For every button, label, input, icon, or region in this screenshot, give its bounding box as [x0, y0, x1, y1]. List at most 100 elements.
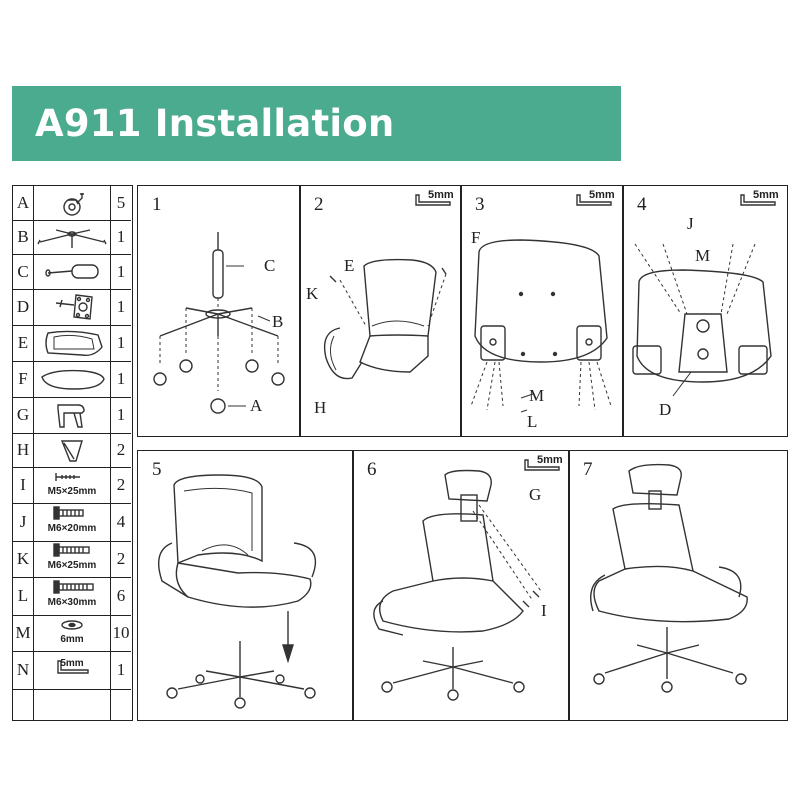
part-row-empty — [13, 689, 131, 720]
part-qty: 1 — [116, 297, 126, 316]
part-spec: M6×30mm — [47, 597, 97, 608]
step-4-panel: 4 5mm J M D — [622, 185, 788, 437]
part-row-h: H 2 — [13, 433, 131, 468]
part-letter: B — [17, 227, 29, 246]
part-letter: F — [18, 369, 28, 388]
part-letter: K — [16, 549, 30, 568]
part-spec: M6×25mm — [47, 560, 97, 571]
label-f: F — [471, 228, 481, 247]
mechanism-icon — [34, 289, 110, 325]
part-qty: 1 — [116, 405, 126, 424]
part-letter: D — [16, 297, 30, 316]
washer-icon: 6mm — [34, 615, 110, 651]
backrest-assembly-drawing — [323, 258, 447, 380]
parts-list: A 5 B 1 C 1 D 1 E 1 F — [12, 185, 133, 721]
part-spec: M5×25mm — [47, 486, 97, 497]
wrench-size: 5mm — [589, 189, 615, 201]
wrench-size: 5mm — [428, 189, 454, 201]
parts-divider — [110, 186, 111, 720]
part-row-c: C 1 — [13, 254, 131, 290]
step-number: 7 — [583, 459, 593, 480]
armrest-icon — [34, 433, 110, 467]
part-spec: 5mm — [60, 658, 84, 669]
part-qty: 2 — [116, 440, 126, 459]
step-5-panel: 5 — [137, 450, 354, 721]
parts-divider — [33, 186, 34, 720]
part-letter: I — [20, 475, 26, 494]
step-number: 6 — [367, 459, 377, 480]
label-b: B — [272, 312, 284, 331]
part-row-i: I M5×25mm 2 — [13, 467, 131, 504]
screw-icon: M6×30mm — [34, 577, 110, 615]
label-h: H — [314, 398, 327, 417]
part-letter: N — [16, 660, 30, 679]
allen-wrench-icon: 5mm — [575, 189, 621, 211]
headrest-installation-drawing — [373, 469, 542, 701]
part-qty: 5 — [116, 193, 126, 212]
part-row-n: N 5mm 1 — [13, 651, 131, 690]
part-spec: 6mm — [60, 634, 84, 645]
step-6-panel: 6 5mm G I — [352, 450, 570, 721]
caster-wheel-icon — [34, 186, 110, 220]
part-qty: 2 — [116, 475, 126, 494]
part-letter: L — [17, 586, 29, 605]
part-row-l: L M6×30mm 6 — [13, 577, 131, 616]
step-2-panel: 2 5mm E K H — [299, 185, 462, 437]
screw-icon: M6×20mm — [34, 503, 110, 541]
part-qty: 1 — [116, 333, 126, 352]
step-number: 2 — [314, 194, 324, 215]
label-a: A — [250, 396, 263, 415]
part-letter: A — [16, 193, 30, 212]
label-k: K — [306, 284, 319, 303]
part-qty: 6 — [116, 586, 126, 605]
part-row-g: G 1 — [13, 397, 131, 434]
label-d: D — [659, 400, 672, 419]
part-row-m: M 6mm 10 — [13, 615, 131, 652]
step-3-panel: 3 5mm F M L — [460, 185, 624, 437]
step-number: 4 — [637, 194, 647, 215]
allen-wrench-icon: 5mm — [414, 189, 460, 211]
step-number: 5 — [152, 459, 162, 480]
part-qty: 1 — [116, 227, 126, 246]
part-row-j: J M6×20mm 4 — [13, 503, 131, 542]
gas-lift-icon — [34, 254, 110, 289]
chair-base-joining-drawing — [158, 474, 317, 709]
label-j: J — [687, 214, 694, 233]
allen-wrench-icon: 5mm — [34, 651, 110, 689]
base-icon — [34, 220, 110, 254]
part-spec: M6×20mm — [47, 523, 97, 534]
base-assembly-drawing — [153, 232, 285, 414]
part-qty: 10 — [112, 623, 130, 642]
finished-chair-drawing — [590, 463, 748, 693]
label-m: M — [529, 386, 545, 405]
step-number: 3 — [475, 194, 485, 215]
part-letter: H — [16, 440, 30, 459]
allen-wrench-icon: 5mm — [523, 454, 569, 476]
screw-icon: M5×25mm — [34, 467, 110, 503]
part-letter: E — [17, 333, 29, 352]
title-banner: A911 Installation Instructions — [12, 86, 621, 220]
backrest-icon — [34, 325, 110, 361]
step-number: 1 — [152, 194, 162, 215]
part-letter: J — [19, 512, 27, 531]
seat-icon — [34, 361, 110, 397]
part-qty: 1 — [116, 660, 126, 679]
part-row-b: B 1 — [13, 220, 131, 255]
part-letter: M — [15, 623, 31, 642]
part-qty: 1 — [116, 369, 126, 388]
seat-underside-drawing — [470, 239, 612, 413]
step-7-panel: 7 — [568, 450, 788, 721]
label-i: I — [541, 601, 547, 620]
screw-icon: M6×25mm — [34, 541, 110, 577]
part-letter: G — [16, 405, 30, 424]
part-row-a: A 5 — [13, 186, 131, 221]
mechanism-assembly-drawing — [632, 243, 772, 397]
step-1-panel: 1 C B A — [137, 185, 301, 437]
part-qty: 4 — [116, 512, 126, 531]
label-e: E — [344, 256, 355, 275]
page-title: A911 Installation Instructions — [35, 102, 395, 220]
part-letter: C — [17, 262, 29, 281]
allen-wrench-icon: 5mm — [739, 189, 785, 211]
wrench-size: 5mm — [753, 189, 779, 201]
part-row-d: D 1 — [13, 289, 131, 326]
